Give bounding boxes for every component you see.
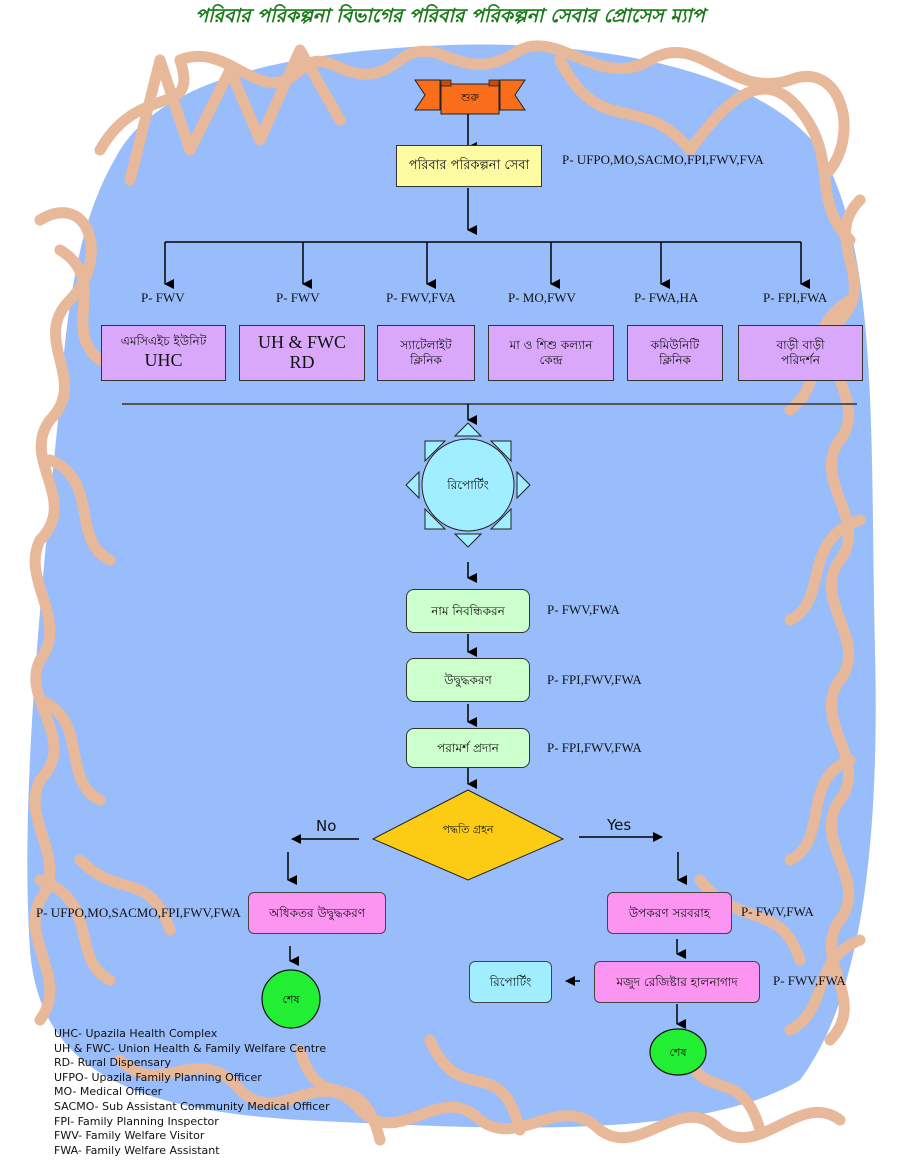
step-label: নাম নিবন্ধিকরন (431, 603, 505, 618)
register-box: মজুদ রেজিষ্টার হালনাগাদ (594, 961, 760, 1003)
end-node-yes (649, 1028, 707, 1076)
register-personnel: P- FWV,FWA (773, 973, 846, 988)
legend-item: RD- Rural Dispensary (54, 1056, 171, 1070)
facility-personnel-5: P- FWA,HA (634, 290, 699, 305)
decision-diamond (371, 789, 565, 881)
blue-field (27, 44, 876, 1128)
abbreviation-legend: UHC- Upazila Health Complex UH & FWC- Un… (54, 1027, 330, 1158)
facility-personnel-3: P- FWV,FVA (386, 290, 456, 305)
step-box-motivation: উদ্বুদ্ধকরণ (406, 658, 530, 702)
facility-box-home-visit: বাড়ী বাড়ী পরিদর্শন (738, 325, 863, 381)
legend-item: UFPO- Upazila Family Planning Officer (54, 1070, 262, 1084)
decision-label: পদ্ধতি গ্রহন (442, 823, 493, 836)
supply-box: উপকরণ সরবরাহ (607, 892, 732, 934)
reporting-box: রিপোর্টিং (469, 961, 552, 1003)
facility-line1: মা ও শিশু কল্যান (509, 338, 593, 352)
register-label: মজুদ রেজিষ্টার হালনাগাদ (616, 974, 738, 989)
facility-line2: পরিদর্শন (781, 353, 820, 367)
legend-item: FPI- Family Planning Inspector (54, 1114, 219, 1128)
facility-line2: ক্লিনিক (410, 353, 442, 367)
start-ribbon (414, 79, 526, 115)
service-personnel: P- UFPO,MO,SACMO,FPI,FWV,FVA (562, 152, 764, 167)
facility-box-uh-fwc: UH & FWC RD (239, 325, 365, 381)
legend-item: FWA- Family Welfare Assistant (54, 1143, 220, 1157)
legend-item: UHC- Upazila Health Complex (54, 1027, 218, 1040)
facility-personnel-1: P- FWV (141, 290, 185, 305)
facility-line2: UHC (144, 350, 183, 371)
legend-item: MO- Medical Officer (54, 1085, 163, 1099)
end-label-yes: শেষ (669, 1046, 687, 1059)
end-node-no (261, 969, 321, 1029)
step-box-registration: নাম নিবন্ধিকরন (406, 589, 530, 633)
supply-personnel: P- FWV,FWA (741, 904, 814, 919)
facility-line1: কমিউনিটি (650, 338, 700, 352)
no-label: No (316, 817, 337, 835)
facility-line1: বাড়ী বাড়ী (776, 338, 825, 352)
page-title: পরিবার পরিকল্পনা বিভাগের পরিবার পরিকল্পন… (195, 5, 705, 27)
facility-line1: UH & FWC (257, 332, 346, 353)
facility-personnel-6: P- FPI,FWA (763, 290, 828, 305)
no-action-box: অধিকতর উদ্বুদ্ধকরণ (248, 892, 386, 934)
supply-label: উপকরণ সরবরাহ (628, 905, 711, 920)
reporting-hub-label: রিপোর্টিং (446, 478, 489, 492)
reporting-hub-shape (405, 422, 531, 548)
step-label: উদ্বুদ্ধকরণ (444, 672, 492, 687)
service-label: পরিবার পরিকল্পনা সেবা (408, 157, 530, 173)
no-action-personnel: P- UFPO,MO,SACMO,FPI,FWV,FWA (36, 905, 241, 920)
facility-box-satellite-clinic: স্যাটেলাইট ক্লিনিক (377, 325, 475, 381)
end-label-no: শেষ (282, 993, 300, 1006)
step-label: পরামর্শ প্রদান (437, 740, 499, 755)
legend-item: SACMO- Sub Assistant Community Medical O… (54, 1099, 330, 1113)
facility-box-mch-unit: এমসিএইচ ইউনিট UHC (101, 325, 226, 381)
facility-box-community-clinic: কমিউনিটি ক্লিনিক (627, 325, 723, 381)
yes-label: Yes (607, 816, 632, 834)
service-box: পরিবার পরিকল্পনা সেবা (396, 145, 542, 187)
reporting-box-label: রিপোর্টিং (489, 974, 532, 989)
facility-box-mother-child-centre: মা ও শিশু কল্যান কেন্দ্র (488, 325, 614, 381)
step-personnel-1: P- FWV,FWA (547, 602, 620, 617)
facility-line2: ক্লিনিক (659, 353, 691, 367)
step-personnel-3: P- FPI,FWV,FWA (547, 740, 642, 755)
facility-line2: কেন্দ্র (539, 353, 563, 367)
facility-line2: RD (289, 352, 315, 372)
legend-item: FWV- Family Welfare Visitor (54, 1129, 205, 1143)
no-action-label: অধিকতর উদ্বুদ্ধকরণ (269, 905, 365, 920)
legend-item: UH & FWC- Union Health & Family Welfare … (54, 1041, 327, 1055)
step-personnel-2: P- FPI,FWV,FWA (547, 672, 642, 687)
facility-personnel-4: P- MO,FWV (508, 290, 576, 305)
step-box-counselling: পরামর্শ প্রদান (406, 728, 530, 768)
start-label: শুরু (461, 91, 479, 104)
facility-line1: এমসিএইচ ইউনিট (120, 334, 207, 349)
facility-personnel-2: P- FWV (276, 290, 320, 305)
facility-line1: স্যাটেলাইট (400, 338, 452, 352)
